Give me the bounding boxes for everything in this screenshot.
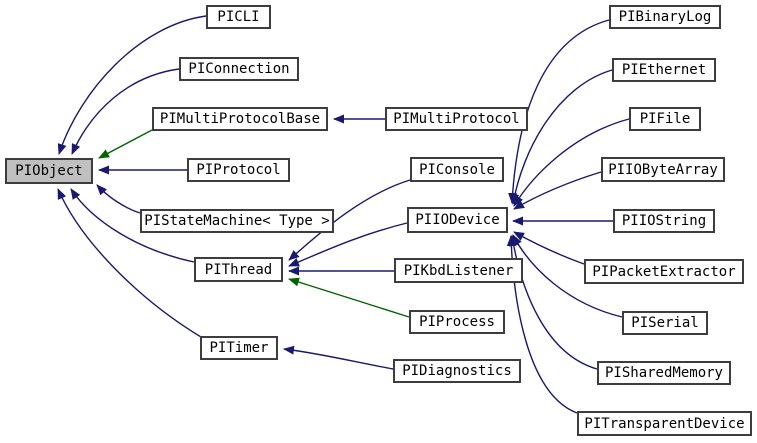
- edge-picli-piobject: [57, 15, 207, 155]
- node-piethernet[interactable]: PIEthernet: [612, 58, 716, 82]
- edge-piconsole-pithread: [288, 179, 411, 261]
- edge-pidiagnostics-pitimer: [283, 345, 394, 370]
- edge-pithread-piobject: [70, 188, 195, 263]
- edge-pimultiprotocolbase-piobject: [98, 129, 153, 159]
- node-piiobytearray[interactable]: PIIOByteArray: [601, 157, 725, 182]
- node-pithread[interactable]: PIThread: [194, 257, 283, 282]
- edge-pitimer-piobject: [57, 188, 202, 338]
- node-piobject[interactable]: PIObject: [5, 158, 93, 184]
- node-pitimer[interactable]: PITimer: [200, 336, 278, 360]
- edge-piserial-piiodevice: [512, 234, 623, 318]
- edge-piethernet-piiodevice: [510, 69, 613, 205]
- node-piprotocol[interactable]: PIProtocol: [187, 158, 290, 182]
- edge-piiobytearray-piiodevice: [513, 171, 602, 210]
- node-piconnection[interactable]: PIConnection: [179, 57, 299, 81]
- node-pitransparentdevice[interactable]: PITransparentDevice: [577, 411, 752, 436]
- node-pibinarylog[interactable]: PIBinaryLog: [609, 5, 721, 29]
- node-pipacketextractor[interactable]: PIPacketExtractor: [584, 259, 744, 284]
- node-piconsole[interactable]: PIConsole: [410, 157, 504, 182]
- edge-piconnection-piobject: [71, 68, 180, 155]
- node-piprocess[interactable]: PIProcess: [409, 310, 505, 334]
- edge-piiodevice-pithread: [288, 222, 408, 267]
- node-pimultiprotocolbase[interactable]: PIMultiProtocolBase: [152, 107, 328, 131]
- node-piiodevice[interactable]: PIIODevice: [407, 207, 508, 233]
- node-picli[interactable]: PICLI: [206, 5, 271, 29]
- edge-pisharedmemory-piiodevice: [509, 235, 598, 370]
- node-pidiagnostics[interactable]: PIDiagnostics: [393, 359, 521, 383]
- edge-piprocess-pithread: [288, 277, 410, 318]
- node-pifile[interactable]: PIFile: [629, 107, 701, 131]
- edge-pistatemachine-piobject: [96, 184, 141, 214]
- edge-pibinarylog-piiodevice: [508, 19, 610, 204]
- node-pisharedmemory[interactable]: PISharedMemory: [597, 361, 731, 385]
- node-piserial[interactable]: PISerial: [622, 311, 708, 335]
- node-piiostring[interactable]: PIIOString: [613, 209, 715, 233]
- edge-pifile-piiodevice: [513, 118, 630, 207]
- node-pikbdlistener[interactable]: PIKbdListener: [394, 258, 523, 283]
- node-pimultiprotocol[interactable]: PIMultiProtocol: [385, 107, 528, 131]
- edge-pipacketextractor-piiodevice: [513, 231, 585, 265]
- node-pistatemachine[interactable]: PIStateMachine< Type >: [140, 209, 334, 233]
